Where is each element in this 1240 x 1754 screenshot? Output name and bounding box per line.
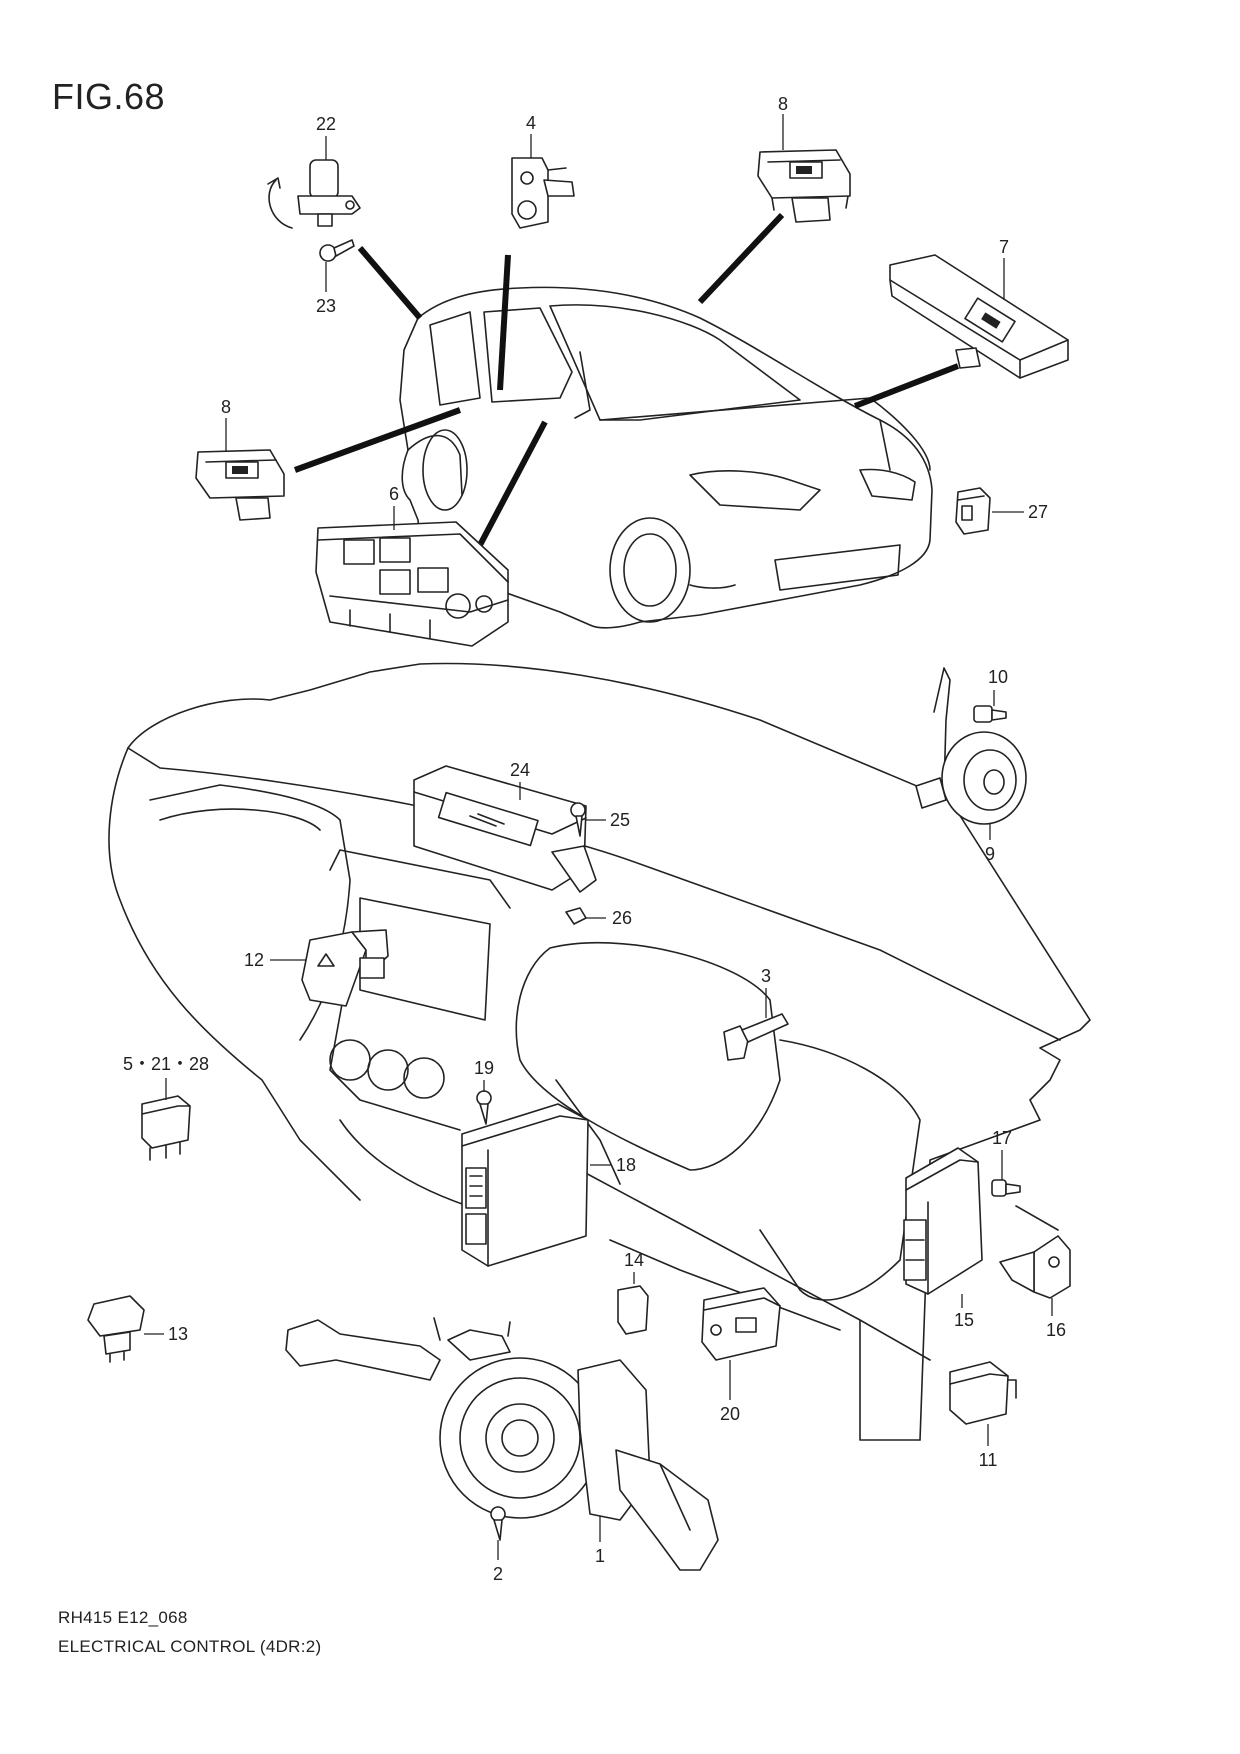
- part-8-window-switch-left: [195, 449, 285, 521]
- callout-6: 6: [389, 484, 399, 504]
- part-3-switch: [723, 1013, 789, 1061]
- figure-description: ELECTRICAL CONTROL (4DR:2): [58, 1637, 322, 1656]
- callout-23: 23: [316, 296, 336, 316]
- part-10-bolt: [973, 705, 1007, 723]
- callout-labels: 22 23 4 8 7 8 6 27 10 9 24 25 26 12 3 5・…: [123, 94, 1066, 1584]
- callout-9: 9: [985, 844, 995, 864]
- part-27-connector: [955, 487, 991, 535]
- callout-12: 12: [244, 950, 264, 970]
- callout-13: 13: [168, 1324, 188, 1344]
- callout-8-top: 8: [778, 94, 788, 114]
- callout-1: 1: [595, 1546, 605, 1566]
- part-7-window-switch-panel: [889, 254, 1069, 379]
- callout-22: 22: [316, 114, 336, 134]
- callout-18: 18: [616, 1155, 636, 1175]
- part-25-screw: [570, 802, 586, 837]
- part-23-screw: [319, 239, 355, 262]
- callout-10: 10: [988, 667, 1008, 687]
- callout-27: 27: [1028, 502, 1048, 522]
- part-6-master-window-switch: [315, 521, 509, 647]
- leader-lines: [144, 114, 1053, 1560]
- figure-code: RH415 E12_068: [58, 1608, 188, 1627]
- figure-title: FIG.68: [52, 76, 166, 117]
- part-12-hazard-switch: [301, 929, 389, 1007]
- callout-11: 11: [979, 1450, 998, 1470]
- callout-4: 4: [526, 113, 536, 133]
- part-26-nut: [565, 907, 587, 925]
- part-15-control-module: [903, 1147, 983, 1295]
- callout-17: 17: [992, 1128, 1012, 1148]
- part-9-horn: [915, 667, 1027, 825]
- callout-15: 15: [954, 1310, 974, 1330]
- part-5-21-28-relay: [141, 1095, 191, 1161]
- part-11-relay: [949, 1361, 1017, 1425]
- callout-14: 14: [624, 1250, 644, 1270]
- part-2-screw: [490, 1506, 506, 1541]
- part-17-bolt: [991, 1179, 1021, 1197]
- car-pointer-lines: [293, 212, 960, 566]
- part-18-control-unit: [461, 1103, 589, 1267]
- part-24-display-unit: [413, 765, 597, 893]
- callout-19: 19: [474, 1058, 494, 1078]
- callout-2: 2: [493, 1564, 503, 1584]
- callout-24: 24: [510, 760, 530, 780]
- part-4-switch: [511, 157, 575, 229]
- part-16-bracket: [999, 1205, 1071, 1299]
- callout-20: 20: [720, 1404, 740, 1424]
- part-19-screw: [476, 1090, 492, 1125]
- callout-26: 26: [612, 908, 632, 928]
- part-14-cap: [617, 1285, 649, 1335]
- callout-8-left: 8: [221, 397, 231, 417]
- part-8-window-switch-top: [757, 149, 851, 223]
- callout-7: 7: [999, 237, 1009, 257]
- part-1-combination-switch: [285, 1317, 719, 1571]
- part-20-switch: [701, 1287, 781, 1361]
- callout-16: 16: [1046, 1320, 1066, 1340]
- part-22-door-switch: [267, 159, 361, 229]
- callout-25: 25: [610, 810, 630, 830]
- callout-3: 3: [761, 966, 771, 986]
- dashboard-outline: [108, 662, 1091, 1441]
- callout-5-21-28: 5・21・28: [123, 1054, 209, 1074]
- part-13-switch: [87, 1295, 145, 1363]
